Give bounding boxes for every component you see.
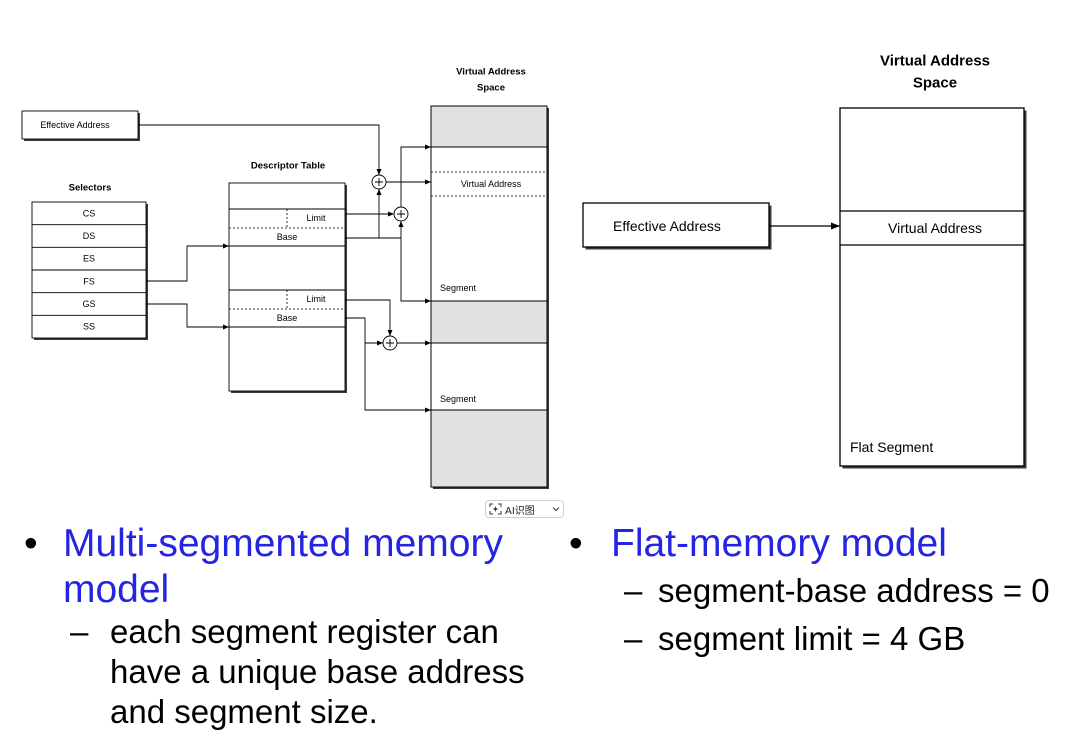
- segment2-label: Segment: [440, 394, 477, 404]
- plus-icon: [397, 210, 405, 218]
- selector-ds: DS: [83, 231, 96, 241]
- flat-segment-label: Flat Segment: [850, 439, 933, 455]
- descriptor1-base-label: Base: [277, 232, 298, 242]
- unused-region-top: [431, 106, 547, 147]
- descriptor1-limit-label: Limit: [306, 213, 326, 223]
- adder2: [393, 206, 409, 222]
- chevron-down-icon: [552, 506, 560, 512]
- memory-model-diagrams: Virtual Address Space Effective Address …: [21, 53, 1027, 489]
- limit2-to-adder3-arrow: [345, 299, 393, 336]
- right-sub1-marker: –: [624, 572, 643, 609]
- column-virtual-address-label: Virtual Address: [461, 179, 522, 189]
- virtual-space-column-border: [430, 105, 548, 488]
- effective-address-box: [21, 110, 139, 140]
- plus-icon: [386, 339, 394, 347]
- segment1-label: Segment: [440, 283, 477, 293]
- adder2-to-segment1-top-arrow: [400, 144, 431, 207]
- left-sub-line1: each segment register can: [110, 613, 499, 650]
- descriptor2-limit-label: Limit: [306, 294, 326, 304]
- left-bullet-line1: Multi-segmented memory: [63, 522, 503, 565]
- base1-to-segment1-bottom-arrow: [400, 238, 431, 304]
- multi-segment-diagram: Virtual Address Space Effective Address …: [21, 67, 549, 489]
- flat-space-title-line1: Virtual Address: [880, 53, 990, 70]
- descriptor-table-title: Descriptor Table: [251, 161, 325, 172]
- adder1: [371, 174, 387, 190]
- left-sub-line2: have a unique base address: [110, 653, 525, 690]
- fs-to-descriptor1-arrow: [146, 243, 229, 282]
- flat-effective-address-box: [582, 202, 770, 248]
- effective-address-label: Effective Address: [40, 120, 110, 130]
- ai-scan-icon: [489, 503, 502, 515]
- selector-es: ES: [83, 254, 95, 264]
- ai-button-label: AI识图: [505, 505, 535, 517]
- gs-to-descriptor2-arrow: [146, 303, 229, 330]
- selector-ss: SS: [83, 322, 95, 332]
- flat-space-title-line2: Space: [913, 75, 957, 92]
- left-bullet-marker: •: [24, 522, 38, 565]
- left-sub-line3: and segment size.: [110, 693, 378, 730]
- ai-image-recognition-button[interactable]: AI识图: [485, 500, 564, 518]
- virtual-space-title-line2: Space: [477, 83, 505, 94]
- right-bullet-marker: •: [569, 522, 583, 565]
- unused-region-middle: [431, 301, 547, 343]
- selector-fs: FS: [83, 276, 95, 286]
- base2-to-segment2-bottom-arrow: [345, 317, 431, 413]
- left-sub-marker: –: [70, 613, 89, 650]
- flat-effective-address-label: Effective Address: [613, 218, 721, 234]
- effective-address-to-adder1-arrow: [138, 124, 382, 175]
- right-sub1-line1: segment-base address = 0: [658, 572, 1050, 609]
- descriptor2-base-label: Base: [277, 313, 298, 323]
- adder3: [382, 335, 398, 351]
- left-bullet-line2: model: [63, 568, 170, 611]
- flat-model-diagram: Virtual Address Space Effective Address …: [582, 53, 1027, 469]
- selector-cs: CS: [83, 208, 96, 218]
- flat-virtual-address-label: Virtual Address: [888, 220, 982, 236]
- right-sub2-marker: –: [624, 620, 643, 657]
- right-sub2-line1: segment limit = 4 GB: [658, 620, 966, 657]
- virtual-space-title-line1: Virtual Address: [456, 67, 526, 78]
- unused-region-bottom: [431, 410, 547, 487]
- selectors-title: Selectors: [69, 183, 112, 194]
- right-bullet-line1: Flat-memory model: [611, 522, 947, 565]
- selector-gs: GS: [82, 299, 95, 309]
- plus-icon: [375, 178, 383, 186]
- flat-space-box: [839, 107, 1025, 467]
